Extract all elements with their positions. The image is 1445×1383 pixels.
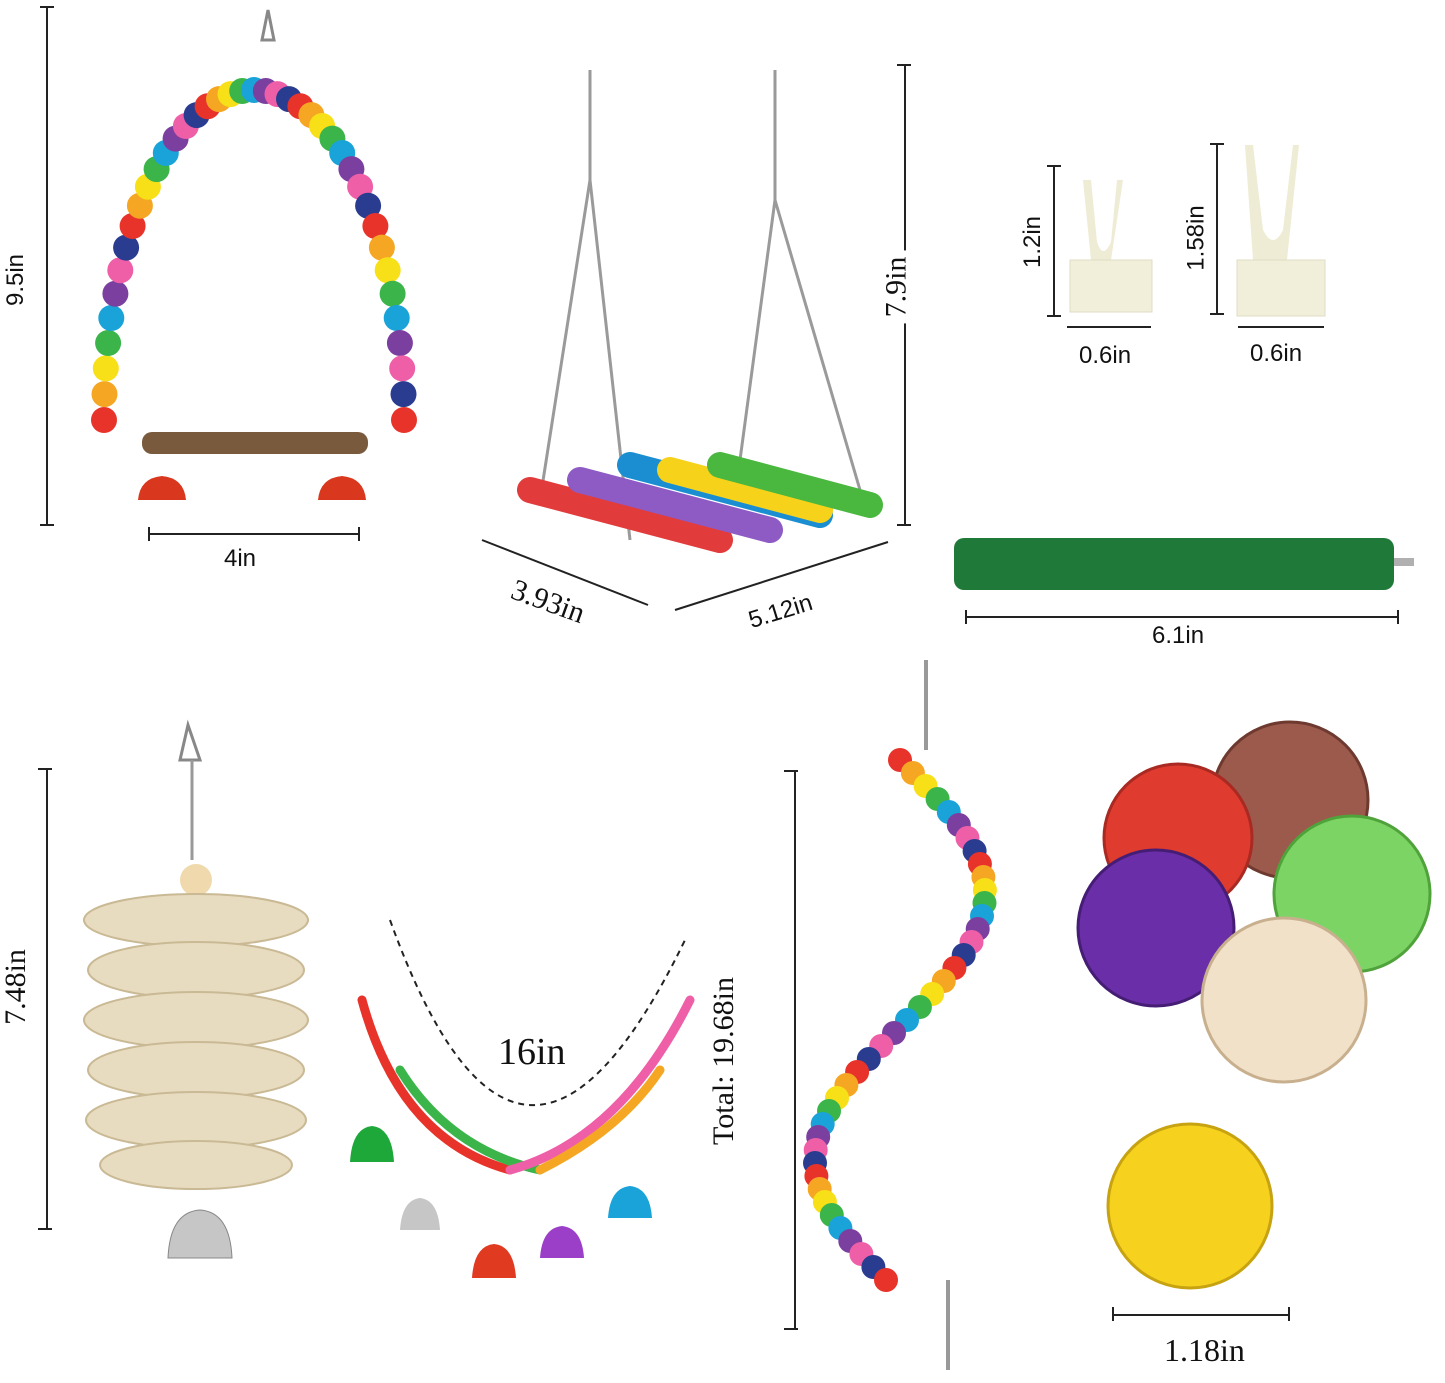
height-dimension-line xyxy=(1053,165,1055,317)
cup-holder-small: 1.2in 0.6in xyxy=(1015,160,1165,380)
dim-cap xyxy=(897,524,911,526)
dim-cap xyxy=(358,527,360,541)
width-dimension-line xyxy=(148,533,360,535)
husk-illustration xyxy=(83,719,309,1259)
total-dimension-line xyxy=(794,770,796,1330)
bead-arch-swing: 9.5in 4in xyxy=(0,0,417,580)
dim-cap xyxy=(1210,143,1224,145)
width-dimension-line xyxy=(1067,326,1151,328)
height-dimension-line xyxy=(1216,143,1218,315)
height-dimension-line xyxy=(46,768,48,1230)
dim-cap xyxy=(38,768,52,770)
dim-cap xyxy=(40,6,54,8)
dim-cap xyxy=(1112,1307,1114,1321)
corn-husk-chew: 7.48in xyxy=(0,719,330,1280)
dim-cap xyxy=(1288,1307,1290,1321)
dim-cap xyxy=(40,524,54,526)
dim-cap xyxy=(148,527,150,541)
length-label: 16in xyxy=(498,1031,566,1073)
dim-cap xyxy=(38,1228,52,1230)
dim-cap xyxy=(897,64,911,66)
width-dimension-line xyxy=(1238,326,1324,328)
holder-illustration xyxy=(1236,145,1326,317)
diameter-dimension-line xyxy=(1112,1314,1290,1316)
sand-perch: 6.1in xyxy=(940,530,1420,660)
height-label: 1.58in xyxy=(1182,205,1210,271)
width-label: 0.6in xyxy=(1250,340,1303,367)
yellow-rattan-ball xyxy=(1106,1122,1274,1290)
cup-holder-large: 1.58in 0.6in xyxy=(1180,140,1340,380)
hanging-stick-swing: 7.9in 3.93in 5.12in xyxy=(470,60,930,650)
chain-bell-bridge: 16in xyxy=(340,900,740,1320)
length-label: 6.1in xyxy=(1152,622,1205,649)
dim-cap xyxy=(965,610,967,624)
dim-cap xyxy=(1047,315,1061,317)
dim-cap xyxy=(784,1328,798,1330)
perch-bolt xyxy=(1394,558,1414,566)
bead-arch-illustration xyxy=(91,9,417,500)
holder-illustration xyxy=(1069,180,1153,313)
width-label: 0.6in xyxy=(1079,342,1132,369)
bead-spiral: Total: 19.68in xyxy=(702,650,1040,1380)
bridge-illustration xyxy=(350,919,695,1278)
rattan-balls: 1.18in xyxy=(1070,710,1440,1380)
dim-cap xyxy=(1047,165,1061,167)
dim-cap xyxy=(1397,610,1399,624)
diameter-label: 1.18in xyxy=(1164,1332,1245,1368)
dim-cap xyxy=(1210,313,1224,315)
stick-swing-illustration xyxy=(517,70,883,553)
height-dimension-line xyxy=(46,6,48,526)
total-length-label: Total: 19.68in xyxy=(702,977,745,1145)
perch-stick xyxy=(954,538,1394,590)
length-dimension-line xyxy=(965,616,1399,618)
height-label: 1.2in xyxy=(1019,215,1047,269)
dimension-lines xyxy=(481,539,889,611)
dim-cap xyxy=(784,770,798,772)
rattan-balls-illustration xyxy=(1076,720,1432,1084)
spiral-illustration xyxy=(803,660,997,1370)
width-label: 4in xyxy=(224,545,257,572)
